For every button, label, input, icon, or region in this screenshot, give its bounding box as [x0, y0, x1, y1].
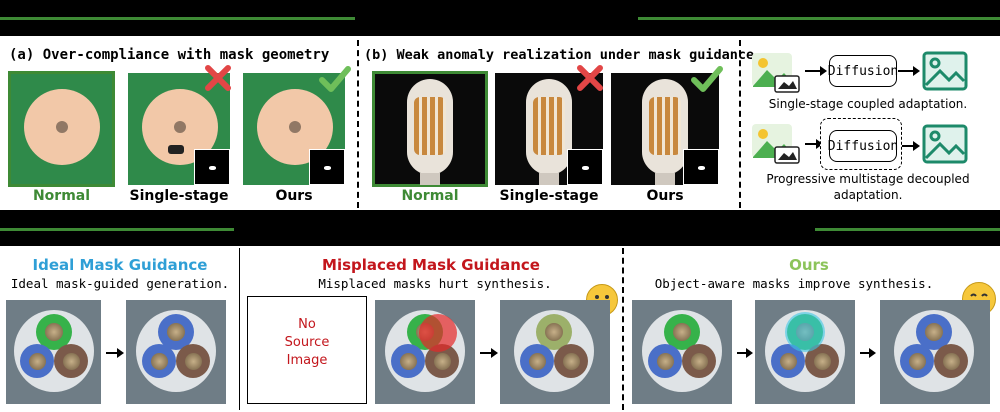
wire-blue — [391, 344, 425, 378]
placeholder-line2: Source — [284, 335, 330, 350]
wire-blue — [142, 344, 176, 378]
wire-blue — [900, 344, 934, 378]
panel-a-single-stage-image — [128, 73, 230, 185]
misplaced-title: Misplaced Mask Guidance — [322, 256, 540, 274]
ours-mask-cable-image — [755, 300, 855, 404]
panel-b-ours-image — [611, 73, 719, 185]
arrow — [860, 348, 876, 358]
caption-normal: Normal — [401, 188, 459, 204]
mask-inset — [567, 149, 603, 185]
check-icon — [319, 66, 351, 92]
wheel-part — [24, 89, 100, 165]
wire-brown — [805, 344, 839, 378]
caption-ours: Ours — [275, 188, 313, 204]
defect-mark — [168, 145, 184, 154]
brush-handle — [420, 173, 440, 185]
panel-a-normal-image — [8, 71, 115, 187]
check-icon — [691, 66, 723, 92]
image-icon — [752, 124, 800, 164]
bristles — [533, 97, 565, 155]
cross-icon — [577, 65, 603, 91]
panel-b-normal-image — [372, 71, 488, 187]
mask-inset — [683, 149, 719, 185]
panel-a-title: (a) Over-compliance with mask geometry — [9, 47, 330, 63]
arrow — [480, 348, 498, 358]
top-bar-right — [638, 17, 1000, 20]
caption-single-stage: Single-stage — [129, 188, 229, 204]
brush-handle — [539, 173, 559, 185]
caption-single-stage-adaptation: Single-stage coupled adaptation. — [768, 97, 968, 111]
divider — [739, 40, 741, 208]
wire-brown — [682, 344, 716, 378]
placeholder-line3: Image — [286, 353, 328, 368]
arrow — [106, 348, 124, 358]
arrow — [898, 66, 920, 76]
wire-brown — [554, 344, 588, 378]
divider — [622, 248, 624, 410]
panel-b-single-stage-image — [495, 73, 603, 185]
panel-b-title: (b) Weak anomaly realization under mask … — [364, 47, 755, 63]
divider — [357, 40, 359, 208]
placeholder-line1: No — [298, 317, 316, 332]
ours-result-cable-image — [880, 300, 990, 404]
bristles — [414, 97, 446, 155]
brush-handle — [655, 173, 675, 185]
ours-subtitle: Object-aware masks improve synthesis. — [654, 276, 934, 291]
mask-inset — [194, 149, 230, 185]
caption-single-stage: Single-stage — [499, 188, 599, 204]
ours-source-cable-image — [632, 300, 732, 404]
image-icon — [922, 51, 968, 91]
top-bar-left — [0, 17, 355, 20]
image-icon — [922, 124, 968, 164]
wire-brown — [54, 344, 88, 378]
divider — [239, 248, 240, 410]
arrow — [902, 141, 920, 151]
wire-brown — [934, 344, 968, 378]
caption-normal: Normal — [32, 188, 91, 204]
wire-brown — [176, 344, 210, 378]
diffusion-box-progressive: Diffusion — [828, 130, 898, 162]
wire-blue — [520, 344, 554, 378]
panel-a-ours-image — [243, 73, 345, 185]
wire-blue — [20, 344, 54, 378]
ours-title: Ours — [789, 256, 829, 274]
mask-inset — [309, 149, 345, 185]
ideal-title: Ideal Mask Guidance — [32, 256, 208, 274]
arrow — [805, 66, 827, 76]
arrow — [805, 139, 823, 149]
misplaced-mask-overlay — [419, 314, 457, 352]
wire-green — [664, 314, 700, 350]
mid-bar-left — [0, 228, 234, 231]
caption-progressive-line2: adaptation. — [833, 188, 903, 202]
ideal-source-cable-image — [6, 300, 101, 404]
cross-icon — [205, 65, 231, 91]
wire-blue — [648, 344, 682, 378]
diffusion-box-single: Diffusion — [828, 55, 898, 87]
arrow — [737, 348, 753, 358]
misplaced-subtitle: Misplaced masks hurt synthesis. — [318, 276, 552, 291]
ideal-subtitle: Ideal mask-guided generation. — [10, 276, 230, 291]
image-icon — [752, 53, 800, 93]
misplaced-result-cable-image — [500, 300, 610, 404]
bristles — [649, 97, 681, 155]
mid-bar-right — [815, 228, 1000, 231]
object-aware-mask-overlay — [785, 312, 825, 352]
misplaced-mask-cable-image — [375, 300, 475, 404]
no-source-image-placeholder: No Source Image — [247, 296, 367, 404]
caption-progressive-line1: Progressive multistage decoupled — [766, 172, 970, 186]
caption-ours: Ours — [646, 188, 684, 204]
ideal-result-cable-image — [126, 300, 226, 404]
